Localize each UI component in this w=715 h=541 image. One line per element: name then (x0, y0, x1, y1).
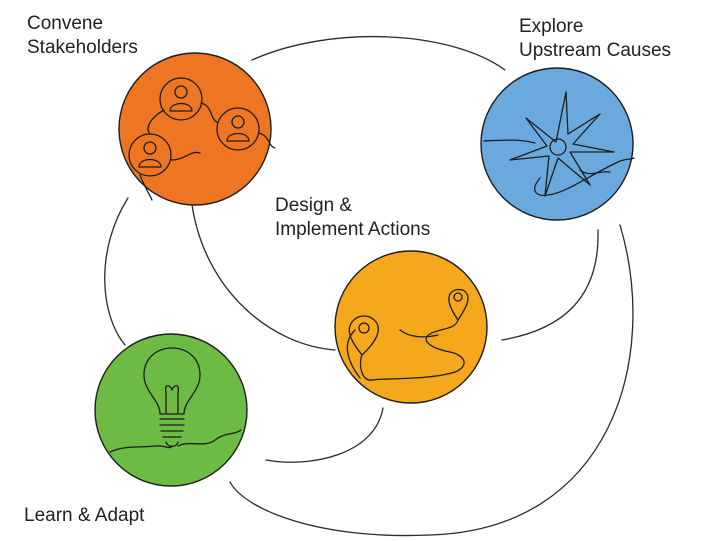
connectors (104, 35, 634, 537)
node-convene (118, 52, 276, 206)
label-convene-line-1: Convene (27, 13, 104, 34)
label-learn: Learn & Adapt (24, 504, 144, 528)
label-convene-line-2: Stakeholders (27, 37, 138, 58)
label-design-line-1: Design & (275, 195, 353, 216)
label-explore: Explore Upstream Causes (519, 15, 671, 63)
label-explore-line-1: Explore (519, 16, 584, 37)
connector-convene-design (191, 204, 336, 351)
node-explore (480, 67, 635, 221)
label-convene: Convene Stakeholders (27, 12, 138, 60)
connector-convene-learn (104, 197, 129, 346)
node-design (334, 250, 488, 404)
compass-star-icon (483, 91, 635, 197)
connector-explore-learn-outer (229, 224, 634, 537)
label-design-line-2: Implement Actions (275, 219, 431, 240)
lightbulb-icon (109, 347, 242, 453)
convene-circle (118, 52, 272, 206)
explore-circle (480, 67, 634, 221)
design-circle (334, 250, 488, 404)
label-explore-line-2: Upstream Causes (519, 40, 672, 61)
node-learn (94, 333, 248, 487)
connector-design-learn (265, 407, 384, 463)
label-learn-line-1: Learn & Adapt (24, 505, 145, 526)
map-pins-path-icon (346, 288, 469, 381)
learn-circle (94, 333, 248, 487)
label-design: Design & Implement Actions (275, 194, 430, 242)
connector-explore-design (501, 229, 599, 341)
connector-convene-explore (251, 35, 506, 71)
people-network-icon (128, 77, 276, 201)
